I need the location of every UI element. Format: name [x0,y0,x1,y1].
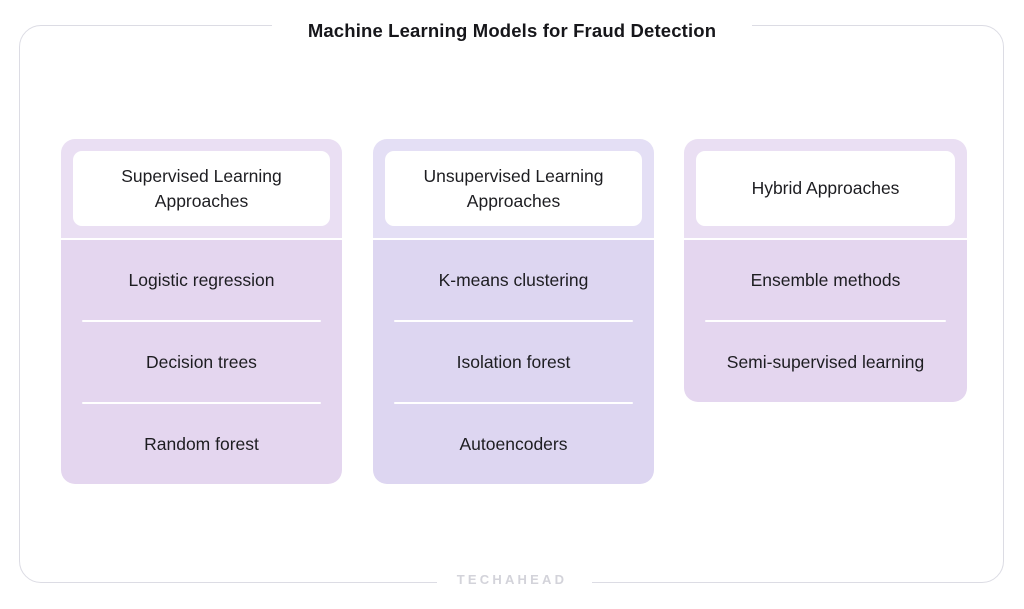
list-item[interactable]: K-means clustering [438,270,589,290]
header-body-separator [61,238,342,240]
columns-container: Supervised Learning Approaches Logistic … [61,139,967,484]
category-items-hybrid: Ensemble methods Semi-supervised learnin… [684,240,967,402]
item-divider [394,402,633,404]
item-divider [82,320,321,322]
page-title: Machine Learning Models for Fraud Detect… [307,20,717,41]
item-divider [82,402,321,404]
category-header-box: Hybrid Approaches [696,151,955,226]
list-item[interactable]: Isolation forest [456,352,571,372]
frame-footer-gap [437,573,592,591]
category-header-box: Unsupervised Learning Approaches [385,151,642,226]
list-item[interactable]: Semi-supervised learning [726,352,925,372]
category-header-label: Unsupervised Learning Approaches [423,165,604,211]
category-card-hybrid[interactable]: Hybrid Approaches Ensemble methods Semi-… [684,139,967,402]
category-items-supervised: Logistic regression Decision trees Rando… [61,240,342,484]
list-item[interactable]: Decision trees [146,352,257,372]
list-item[interactable]: Logistic regression [128,270,275,290]
category-header-box: Supervised Learning Approaches [73,151,330,226]
item-divider [394,320,633,322]
category-header-label: Hybrid Approaches [751,178,900,198]
list-item[interactable]: Autoencoders [459,434,568,454]
frame-title-gap [272,18,752,34]
header-body-separator [373,238,654,240]
category-header-unsupervised: Unsupervised Learning Approaches [373,139,654,238]
category-header-hybrid: Hybrid Approaches [684,139,967,238]
category-card-supervised[interactable]: Supervised Learning Approaches Logistic … [61,139,342,484]
category-card-unsupervised[interactable]: Unsupervised Learning Approaches K-means… [373,139,654,484]
header-body-separator [684,238,967,240]
category-header-label: Supervised Learning Approaches [121,165,282,211]
list-item[interactable]: Ensemble methods [750,270,901,290]
category-items-unsupervised: K-means clustering Isolation forest Auto… [373,240,654,484]
category-header-supervised: Supervised Learning Approaches [61,139,342,238]
list-item[interactable]: Random forest [144,434,259,454]
techahead-watermark: TECHAHEAD [456,572,568,587]
item-divider [705,320,946,322]
